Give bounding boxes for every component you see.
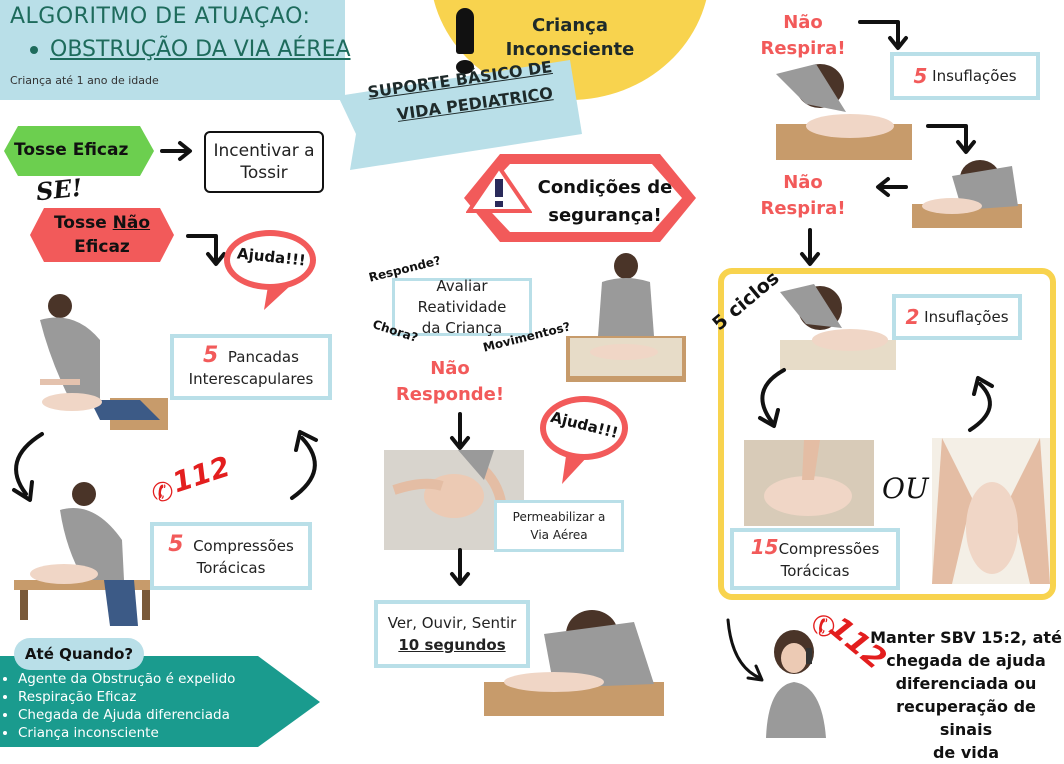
cough-effective-label: Tosse Eficaz — [14, 140, 129, 160]
look-listen-feel-box: Ver, Ouvir, Sentir 10 segundos — [374, 600, 530, 668]
two-finger-compression-illustration — [744, 440, 874, 526]
curved-arrow-down-icon — [726, 618, 764, 682]
safety-conditions-label: Condições de segurança! — [537, 177, 673, 226]
page-title: ALGORITMO DE ATUAÇAO: — [10, 4, 311, 29]
cough-effective-badge — [4, 126, 154, 176]
assess-illustration — [566, 253, 686, 382]
help-bubble-middle — [540, 396, 628, 484]
compressions-box-left: 5 Compressões Torácicas — [150, 522, 312, 590]
no-response-label: Não Responde! — [395, 358, 505, 405]
left-arrow-icon — [876, 177, 908, 197]
down-arrow-icon — [450, 548, 470, 586]
if-label: SE! — [34, 172, 84, 207]
insufflations-5-box: 5 Insuflações — [890, 52, 1040, 100]
or-label: OU — [882, 472, 929, 505]
down-turn-arrow-icon — [186, 234, 226, 266]
curved-arrow-up-icon — [968, 376, 994, 432]
exclamation-icon — [456, 8, 474, 54]
down-turn-arrow-icon — [926, 124, 976, 154]
insufflations-2-box: 2 Insuflações — [892, 294, 1022, 340]
rescue-breaths-illustration — [776, 64, 912, 160]
chest-compressions-illustration — [14, 482, 154, 626]
right-arrow-icon — [160, 141, 192, 161]
back-blows-illustration — [40, 294, 168, 430]
cough-not-effective-badge — [30, 208, 174, 262]
emergency-number-left: 112 — [168, 449, 235, 500]
back-blows-box: 5 Pancadas Interescapulares — [170, 334, 332, 400]
list-item: Criança inconsciente — [18, 724, 235, 742]
cough-not-effective-label: Tosse Não Eficaz — [53, 213, 151, 257]
until-title: Até Quando? — [14, 638, 144, 670]
until-panel — [0, 656, 320, 747]
exclamation-dot-icon — [456, 60, 474, 74]
maintain-bls-text: Manter SBV 15:2, até chegada de ajuda di… — [870, 628, 1062, 762]
until-list: Agente da Obstrução é expelido Respiraçã… — [0, 670, 235, 742]
encourage-cough-box: Incentivar a Tossir — [204, 131, 324, 193]
no-breath-label-2: Não Respira! — [760, 172, 846, 219]
list-item: Agente da Obstrução é expelido — [18, 670, 235, 688]
down-turn-arrow-icon — [858, 20, 908, 50]
safety-hexagon — [464, 154, 696, 242]
assess-reactivity-box: Avaliar Reatividade da Criança — [392, 277, 532, 337]
curved-arrow-down-icon — [12, 432, 44, 502]
compressions-15-box: 15Compressões Torácicas — [730, 528, 900, 590]
check-breathing-illustration — [484, 610, 664, 716]
topic-title: OBSTRUÇÃO DA VIA AÉREA — [50, 37, 351, 62]
list-item: Respiração Eficaz — [18, 688, 235, 706]
warning-triangle-icon — [466, 164, 532, 213]
curved-arrow-up-icon — [290, 430, 318, 500]
caller-illustration — [766, 630, 826, 738]
check-breathing-small-illustration — [912, 160, 1022, 228]
banner-ribbon — [338, 60, 582, 170]
header-panel — [0, 0, 345, 100]
curved-arrow-down-icon — [758, 368, 786, 428]
unconscious-label: Criança Inconsciente — [505, 15, 635, 60]
bullet-dot — [30, 46, 38, 54]
down-arrow-icon — [800, 228, 820, 266]
list-item: Chegada de Ajuda diferenciada — [18, 706, 235, 724]
rescue-breaths-cycle-illustration — [780, 284, 896, 370]
age-subtitle: Criança até 1 ano de idade — [10, 74, 159, 87]
down-arrow-icon — [450, 412, 470, 450]
thumbs-compression-illustration — [932, 438, 1050, 584]
help-bubble-left — [224, 230, 316, 310]
cycles-frame — [718, 268, 1056, 600]
airway-box: Permeabilizar a Via Aérea — [494, 500, 624, 552]
no-breath-label-1: Não Respira! — [760, 12, 846, 59]
